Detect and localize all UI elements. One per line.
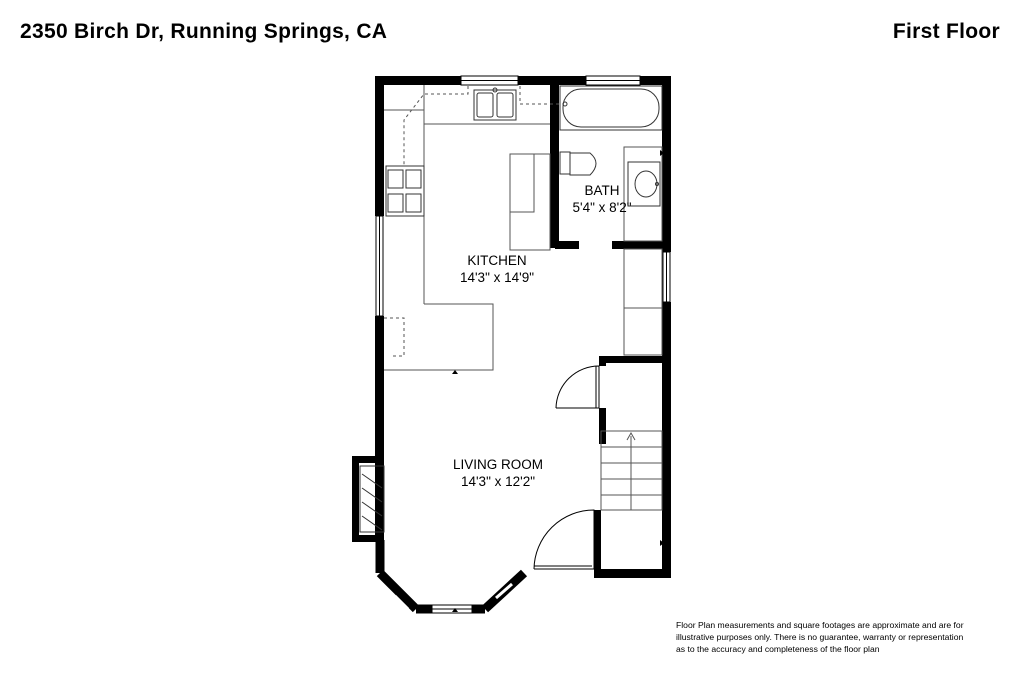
- bathroom-sink-icon: [627, 161, 661, 207]
- markers: [452, 150, 664, 612]
- bay-window-walls: [375, 540, 528, 614]
- bath-label: BATH: [584, 183, 619, 198]
- bathtub-icon: [559, 85, 663, 131]
- disclaimer-line: illustrative purposes only. There is no …: [676, 632, 964, 642]
- living-room-label: LIVING ROOM: [453, 457, 543, 472]
- exterior-walls: [352, 76, 671, 578]
- fireplace-icon: [359, 465, 385, 533]
- bath-dimensions: 5'4" x 8'2": [572, 200, 631, 215]
- floor-name: First Floor: [892, 20, 1000, 43]
- windows: [375, 75, 671, 614]
- property-address: 2350 Birch Dr, Running Springs, CA: [20, 20, 388, 43]
- doors: [533, 365, 600, 570]
- window-panes: [379, 80, 667, 611]
- kitchen-sink-icon: [473, 87, 517, 121]
- kitchen-counters: [384, 85, 663, 371]
- kitchen-dimensions: 14'3" x 14'9": [460, 270, 534, 285]
- living-room-dimensions: 14'3" x 12'2": [461, 474, 535, 489]
- stove-icon: [385, 165, 425, 217]
- disclaimer-text: Floor Plan measurements and square foota…: [676, 619, 1016, 655]
- interior-walls: [550, 84, 667, 578]
- utility-lines: [384, 86, 560, 357]
- disclaimer-line: Floor Plan measurements and square foota…: [676, 620, 964, 630]
- kitchen-label: KITCHEN: [467, 253, 526, 268]
- stairs: [600, 430, 663, 511]
- toilet-icon: [559, 151, 597, 176]
- disclaimer-line: as to the accuracy and completeness of t…: [676, 644, 880, 654]
